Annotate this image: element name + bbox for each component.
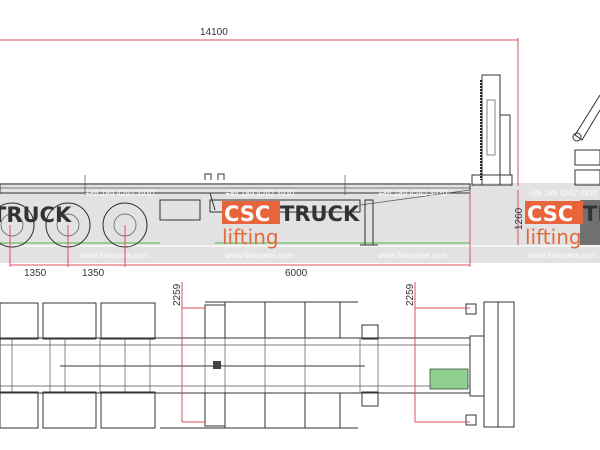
logo-lifting-text: lifting bbox=[222, 225, 279, 249]
width-front-label: 2259 bbox=[172, 283, 183, 306]
axle-spacing-2-label: 1350 bbox=[82, 268, 105, 279]
side-view: 14100 bbox=[0, 27, 600, 279]
deck-front bbox=[205, 301, 358, 338]
logo-lifting-text: lifting bbox=[525, 225, 582, 249]
crane-column bbox=[471, 74, 513, 186]
crane-base-top bbox=[429, 301, 515, 428]
height-label: 1260 bbox=[514, 207, 525, 230]
watermark-phone: +86 189 4292 3930 bbox=[225, 189, 295, 198]
watermark-website: www.fowcrane.com bbox=[79, 251, 149, 260]
width-dimension-front: 2259 bbox=[172, 282, 205, 423]
axle-spacing-1-label: 1350 bbox=[24, 268, 47, 279]
wheel-blocks bbox=[0, 302, 156, 429]
watermark-logo-right: CSC TRUCK lifting bbox=[525, 201, 600, 249]
landing-leg bbox=[360, 199, 378, 246]
outrigger-pad bbox=[429, 368, 469, 390]
logo-csc-text: CSC bbox=[224, 202, 270, 226]
logo-truck-text: TRUCK bbox=[0, 203, 72, 227]
watermark-logo-center: CSC TRUCK lifting bbox=[222, 201, 360, 249]
width-dimension-rear: 2259 bbox=[405, 282, 470, 423]
watermark-website: www.fowcrane.com bbox=[527, 251, 597, 260]
kingpin-bracket bbox=[204, 173, 225, 180]
watermark-phone: +86 189 4292 3930 bbox=[85, 189, 155, 198]
logo-truck-text: TRUCK bbox=[583, 202, 600, 226]
watermark-phone: +86 189 4292 3930 bbox=[378, 189, 448, 198]
overall-length-label: 14100 bbox=[200, 27, 228, 38]
toolbox bbox=[159, 199, 201, 221]
logo-truck-text: TRUCK bbox=[280, 202, 360, 226]
trailer-chassis bbox=[0, 173, 471, 246]
watermark-website: www.fowcrane.com bbox=[224, 251, 294, 260]
crane-arm-partial bbox=[572, 94, 600, 245]
wheelbase-label: 6000 bbox=[285, 268, 308, 279]
watermark-band bbox=[0, 183, 600, 263]
axle-dimensions: 1350 1350 6000 bbox=[9, 190, 471, 279]
top-view: 2259 2259 bbox=[0, 282, 515, 429]
wheel bbox=[0, 202, 35, 248]
overall-length-dimension: 14100 bbox=[0, 27, 519, 186]
watermark-website: www.fowcrane.com bbox=[377, 251, 447, 260]
watermark-logo-left: TRUCK bbox=[0, 203, 72, 227]
height-dimension: 1260 bbox=[514, 190, 525, 245]
watermark-phone: +86 189 4292 3930 bbox=[528, 189, 598, 198]
width-rear-label: 2259 bbox=[405, 283, 416, 306]
logo-csc-text: CSC bbox=[527, 202, 573, 226]
